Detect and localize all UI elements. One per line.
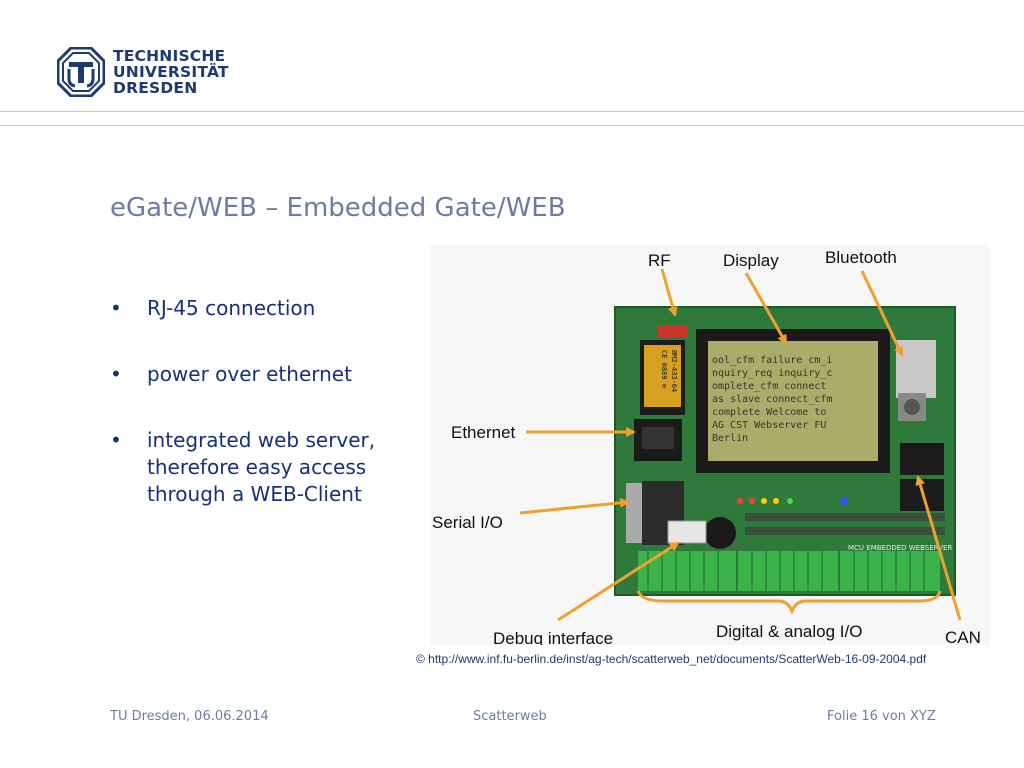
display-arrow: [744, 272, 788, 345]
bullet-dot: •: [110, 362, 122, 386]
tu-logo-mark-icon: [57, 47, 105, 97]
bullet-dot: •: [110, 296, 122, 320]
label-display: Display: [723, 251, 779, 270]
chip-text: CE 0889 ⊖: [660, 350, 668, 388]
bullet-item: • integrated web server, therefore easy …: [110, 427, 430, 508]
bluetooth-arrow: [860, 270, 904, 357]
lcd-line: omplete_cfm connect: [712, 381, 826, 392]
board-diagram: BM2-433-64 CE 0889 ⊖ ool_cfm failure cm_…: [430, 245, 990, 648]
image-credit: © http://www.inf.fu-berlin.de/inst/ag-te…: [416, 652, 927, 666]
lcd-text: ool_cfm failure cm_i nquiry_req inquiry_…: [712, 355, 832, 444]
label-debug-interface: Debug interface: [493, 629, 613, 645]
bullet-list: • RJ-45 connection • power over ethernet…: [110, 295, 430, 508]
can-arrow: [915, 475, 962, 621]
bullet-text: through a WEB-Client: [147, 482, 362, 506]
terminal-block: [840, 551, 940, 591]
label-bluetooth: Bluetooth: [825, 248, 897, 267]
logo-line: DRESDEN: [113, 79, 198, 97]
rf-antenna: [658, 325, 688, 337]
label-rf: RF: [648, 251, 671, 270]
bullet-text: integrated web server,: [147, 428, 376, 452]
header-divider-lower: [0, 125, 1024, 126]
slide-title: eGate/WEB – Embedded Gate/WEB: [110, 193, 566, 223]
lcd-line: Berlin: [712, 433, 748, 444]
label-digital-analog-io: Digital & analog I/O: [716, 622, 862, 641]
label-can: CAN: [945, 628, 981, 645]
digital-io-brace: [636, 590, 942, 616]
chip-text: BM2-433-64: [670, 350, 678, 392]
bluetooth-module: [896, 340, 936, 398]
lcd-line: ool_cfm failure cm_i: [712, 355, 832, 366]
logo-line: UNIVERSITÄT: [113, 63, 229, 81]
footer-title: Scatterweb: [473, 709, 547, 724]
bullet-item: • power over ethernet: [110, 361, 430, 388]
bullet-text: therefore easy access: [147, 455, 367, 479]
buzzer: [704, 517, 736, 549]
lcd-line: nquiry_req inquiry_c: [712, 368, 832, 379]
lcd-line: complete Welcome to: [712, 407, 826, 418]
bullet-text: RJ-45 connection: [147, 296, 316, 320]
terminal-block: [638, 551, 736, 591]
debug-header: [667, 520, 707, 544]
lcd-screen: [708, 341, 878, 461]
board-figure: BM2-433-64 CE 0889 ⊖ ool_cfm failure cm_…: [430, 245, 990, 648]
header-divider: [0, 111, 1024, 112]
debug-arrow: [557, 541, 680, 622]
led: [737, 498, 743, 504]
label-serial-io: Serial I/O: [432, 513, 503, 532]
serial-arrow: [519, 497, 630, 515]
terminal-block: [738, 551, 838, 591]
tu-dresden-logo: TECHNISCHE UNIVERSITÄT DRESDEN: [57, 47, 229, 99]
bullet-text: power over ethernet: [147, 362, 352, 386]
board-print: MCU EMBEDDED WEBSERVER: [848, 544, 952, 552]
rf-arrow: [660, 268, 678, 317]
label-ethernet: Ethernet: [451, 423, 516, 442]
bullet-dot: •: [110, 428, 122, 452]
logo-line: TECHNISCHE: [113, 47, 226, 65]
lcd-line: AG CST Webserver FU: [712, 420, 826, 431]
bullet-item: • RJ-45 connection: [110, 295, 430, 322]
footer-page-number: Folie 16 von XYZ: [827, 709, 936, 724]
can-jack: [900, 443, 944, 475]
footer-date: TU Dresden, 06.06.2014: [110, 709, 269, 724]
lcd-line: as slave connect_cfm: [712, 394, 832, 405]
logo-wordmark: TECHNISCHE UNIVERSITÄT DRESDEN: [113, 48, 229, 96]
